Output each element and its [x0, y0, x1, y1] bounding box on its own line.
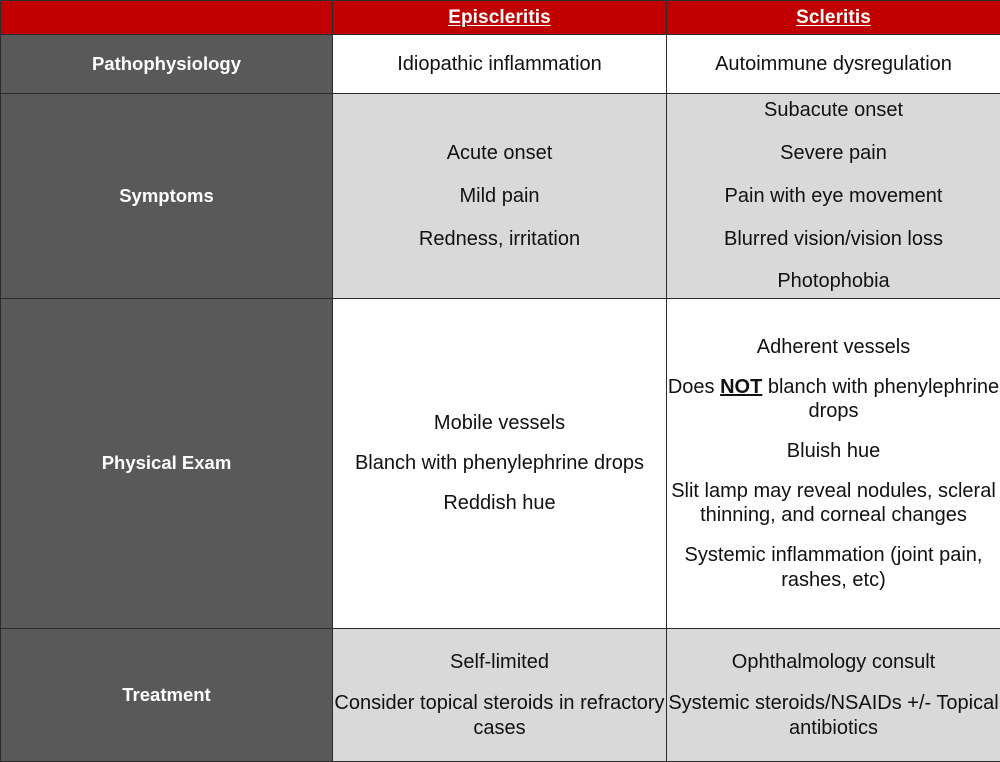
cell-pathophysiology-episcleritis: Idiopathic inflammation	[333, 35, 667, 94]
row-label-physical-exam: Physical Exam	[1, 299, 333, 629]
header-cell-scleritis: Scleritis	[667, 1, 1000, 35]
cell-line: Adherent vessels	[667, 335, 1000, 359]
cell-line: Bluish hue	[667, 439, 1000, 463]
cell-line: Blanch with phenylephrine drops	[333, 451, 666, 475]
header-cell-blank	[1, 1, 333, 35]
table-row-treatment: Treatment Self-limited Consider topical …	[1, 629, 1000, 762]
cell-symptoms-episcleritis: Acute onset Mild pain Redness, irritatio…	[333, 94, 667, 299]
cell-line: Mild pain	[333, 184, 666, 208]
cell-line: Ophthalmology consult	[667, 650, 1000, 674]
cell-line: Consider topical steroids in refractory …	[333, 691, 666, 740]
cell-treatment-episcleritis: Self-limited Consider topical steroids i…	[333, 629, 667, 762]
cell-line: Self-limited	[333, 650, 666, 674]
row-label-treatment: Treatment	[1, 629, 333, 762]
cell-line: Systemic steroids/NSAIDs +/- Topical ant…	[667, 691, 1000, 740]
cell-line: Systemic inflammation (joint pain, rashe…	[667, 543, 1000, 592]
table-body: Pathophysiology Idiopathic inflammation …	[1, 35, 1000, 762]
cell-line: Blurred vision/vision loss	[667, 227, 1000, 251]
cell-line: Reddish hue	[333, 491, 666, 515]
cell-line: Photophobia	[667, 269, 1000, 293]
header-row: Episcleritis Scleritis	[1, 1, 1000, 35]
header-cell-episcleritis: Episcleritis	[333, 1, 667, 35]
cell-pathophysiology-scleritis: Autoimmune dysregulation	[667, 35, 1000, 94]
cell-line: Severe pain	[667, 141, 1000, 165]
table-row-pathophysiology: Pathophysiology Idiopathic inflammation …	[1, 35, 1000, 94]
table-row-symptoms: Symptoms Acute onset Mild pain Redness, …	[1, 94, 1000, 299]
emphasis-prefix: Does	[668, 376, 720, 398]
cell-line: Subacute onset	[667, 98, 1000, 122]
cell-physical-exam-scleritis: Adherent vessels Does NOT blanch with ph…	[667, 299, 1000, 629]
table-row-physical-exam: Physical Exam Mobile vessels Blanch with…	[1, 299, 1000, 629]
cell-treatment-scleritis: Ophthalmology consult Systemic steroids/…	[667, 629, 1000, 762]
header-label-scleritis: Scleritis	[796, 7, 871, 28]
cell-line: Mobile vessels	[333, 411, 666, 435]
table-header: Episcleritis Scleritis	[1, 1, 1000, 35]
emphasis-suffix: blanch with phenylephrine drops	[762, 376, 999, 422]
row-label-pathophysiology: Pathophysiology	[1, 35, 333, 94]
header-label-episcleritis: Episcleritis	[448, 7, 551, 28]
cell-physical-exam-episcleritis: Mobile vessels Blanch with phenylephrine…	[333, 299, 667, 629]
cell-line: Pain with eye movement	[667, 184, 1000, 208]
cell-line: Idiopathic inflammation	[333, 52, 666, 76]
cell-line: Redness, irritation	[333, 227, 666, 251]
cell-line: Autoimmune dysregulation	[667, 52, 1000, 76]
cell-symptoms-scleritis: Subacute onset Severe pain Pain with eye…	[667, 94, 1000, 299]
cell-line: Slit lamp may reveal nodules, scleral th…	[667, 479, 1000, 528]
cell-line-with-emphasis: Does NOT blanch with phenylephrine drops	[667, 375, 1000, 424]
emphasis-not: NOT	[720, 376, 762, 398]
cell-line: Acute onset	[333, 141, 666, 165]
row-label-symptoms: Symptoms	[1, 94, 333, 299]
